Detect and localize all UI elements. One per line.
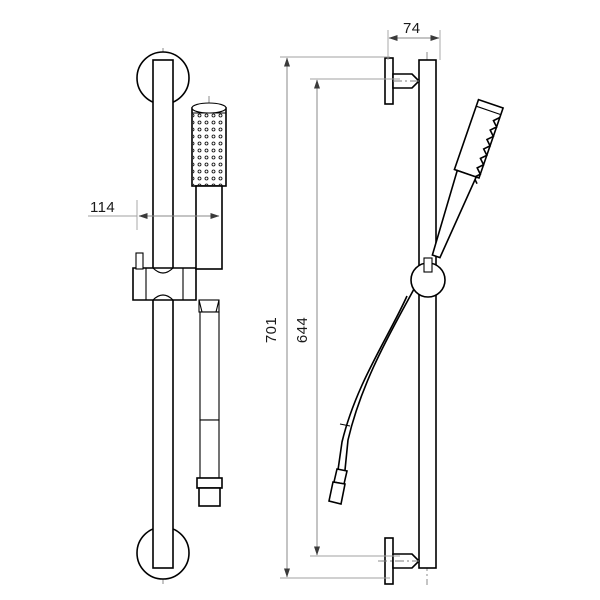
spray-head-top-rim (191, 102, 227, 114)
hose-connector-nut (198, 487, 221, 507)
slider-lever (135, 252, 144, 270)
hose-segment-mark (339, 423, 351, 427)
hose-inner-curve (337, 295, 408, 471)
top-bracket-wall-plate (384, 57, 394, 105)
slider-holder-stem (423, 257, 433, 273)
dimension-114: 114 (88, 199, 220, 230)
wall-bracket-bottom-side (378, 537, 421, 585)
dim-114-label: 114 (90, 199, 115, 216)
side-slide-rail (418, 59, 437, 569)
slider-body (132, 267, 197, 301)
dimension-701: 701 (263, 56, 390, 579)
spray-teeth-profile (472, 116, 501, 185)
side-hose-connector-nut (328, 481, 346, 505)
side-handle (431, 169, 478, 259)
dim-74-label: 74 (403, 20, 421, 37)
dimension-644: 644 (294, 78, 400, 557)
dim-701-label: 701 (263, 317, 280, 343)
slider-bottom-notch (152, 294, 174, 301)
hose-upper-segment (199, 311, 220, 421)
slider-holder-front (132, 252, 197, 301)
hand-shower-front (191, 96, 227, 313)
hose-outer-curve (344, 288, 415, 471)
hose-side (328, 288, 415, 505)
slider-top-notch (152, 267, 174, 274)
hose-connector-collar (196, 477, 223, 489)
wall-bracket-top-side (384, 57, 421, 105)
side-view (328, 52, 505, 585)
side-spray-head-rim (476, 105, 501, 116)
front-view (132, 48, 227, 585)
dimension-annotations: 114 74 701 644 (88, 20, 441, 579)
hand-shower-side (431, 98, 505, 259)
side-spray-teeth (472, 116, 501, 185)
spray-face-perforations (193, 113, 225, 185)
slide-rail (152, 59, 174, 569)
bottom-bracket-arm (392, 553, 421, 569)
hand-shower-handle-upper (195, 185, 223, 270)
dimension-74: 74 (387, 20, 441, 60)
dim-644-label: 644 (294, 317, 311, 343)
hose-lower-segment (199, 419, 220, 479)
hose-front (196, 311, 223, 507)
